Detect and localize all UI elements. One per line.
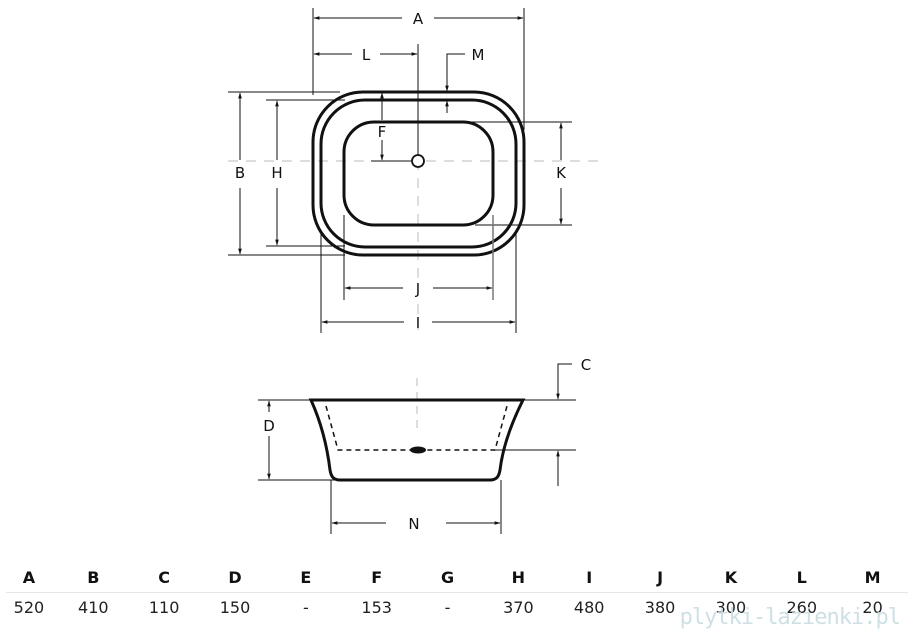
drain-icon [411,154,425,168]
label-b: B [235,164,245,182]
label-m: M [472,46,485,64]
dimensions-table: A B C D E F G H I J K L M 520 410 110 15… [0,562,908,626]
header-c: C [158,568,171,587]
label-c: C [581,356,591,374]
header-i: I [586,568,593,587]
value-h: 370 [503,598,534,617]
label-a: A [413,10,424,28]
value-i: 480 [573,598,605,617]
header-e: E [300,568,312,587]
value-j: 380 [644,598,676,617]
table-header-row: A B C D E F G H I J K L M [0,562,908,593]
table-divider [6,592,908,593]
label-h: H [271,164,282,182]
label-n: N [408,515,419,533]
header-b: B [87,568,100,587]
header-m: M [864,568,881,587]
value-m: 20 [862,598,883,617]
side-view: D C N [258,356,591,534]
bathtub-technical-drawing: A L M F B H K [228,8,600,534]
value-l: 260 [786,598,817,617]
value-e: - [302,598,309,617]
value-k: 300 [715,598,747,617]
top-view: A L M F B H K [228,8,600,333]
header-a: A [22,568,36,587]
header-h: H [511,568,526,587]
tub-side-outline [308,398,526,482]
header-d: D [228,568,242,587]
header-l: L [796,568,807,587]
header-f: F [371,568,383,587]
label-f: F [378,123,387,141]
header-j: J [657,568,664,587]
value-d: 150 [219,598,251,617]
watermark: plytki-lazienki.pl [679,605,901,630]
drain-side-icon [410,446,426,454]
label-d: D [263,417,275,435]
value-c: 110 [148,598,180,617]
header-g: G [440,568,455,587]
label-l: L [362,46,371,64]
value-f: 153 [361,598,392,617]
table-value-row: 520 410 110 150 - 153 - 370 480 380 300 … [0,592,908,626]
value-b: 410 [78,598,109,617]
header-k: K [724,568,738,587]
label-k: K [556,164,567,182]
value-a: 520 [13,598,45,617]
value-g: - [444,598,451,617]
label-j: J [415,280,420,298]
label-i: I [416,314,420,332]
